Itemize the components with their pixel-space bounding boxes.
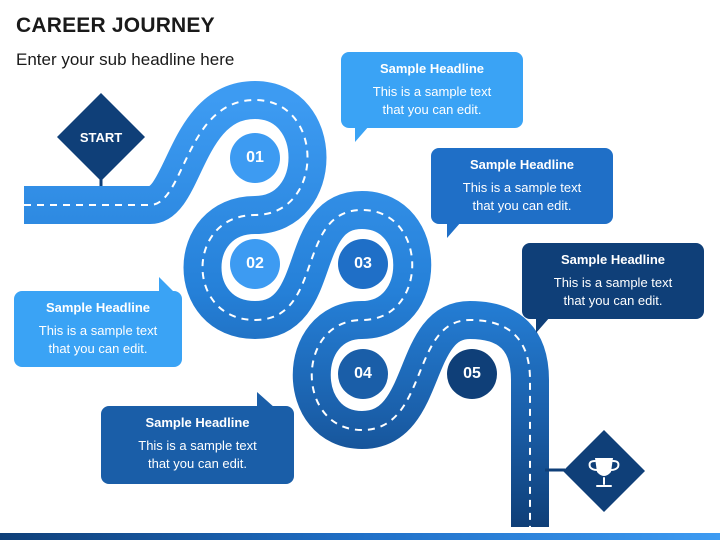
callout-text-line1: This is a sample text bbox=[553, 275, 673, 290]
step-01-circle: 01 bbox=[230, 133, 280, 183]
step-number: 03 bbox=[354, 255, 372, 272]
callout-step-03: Sample Headline This is a sample text th… bbox=[431, 148, 613, 238]
callout-text-line1: This is a sample text bbox=[462, 180, 582, 195]
start-label: START bbox=[79, 130, 123, 145]
step-number: 04 bbox=[354, 365, 372, 382]
callout-step-02: Sample Headline This is a sample text th… bbox=[14, 277, 182, 367]
callout-headline: Sample Headline bbox=[145, 415, 250, 430]
callout-text-line1: This is a sample text bbox=[372, 84, 492, 99]
bottom-bar bbox=[0, 533, 720, 540]
callout-step-05: Sample Headline This is a sample text th… bbox=[522, 243, 704, 333]
trophy-icon bbox=[588, 458, 620, 487]
page-title: CAREER JOURNEY bbox=[16, 14, 215, 37]
callout-tail bbox=[159, 277, 175, 293]
step-05-circle: 05 bbox=[447, 349, 497, 399]
start-sign bbox=[57, 93, 145, 181]
step-number: 02 bbox=[246, 255, 264, 272]
callout-tail bbox=[355, 126, 369, 142]
page-subtitle: Enter your sub headline here bbox=[16, 50, 235, 69]
callout-tail bbox=[257, 392, 275, 408]
callout-text-line2: that you can edit. bbox=[472, 198, 572, 213]
callout-text-line1: This is a sample text bbox=[138, 438, 257, 453]
callout-headline: Sample Headline bbox=[560, 252, 666, 267]
callout-tail bbox=[447, 222, 461, 238]
callout-step-04: Sample Headline This is a sample text th… bbox=[101, 392, 294, 484]
callout-text-line2: that you can edit. bbox=[48, 341, 148, 356]
callout-step-01: Sample Headline This is a sample text th… bbox=[341, 52, 523, 142]
callout-headline: Sample Headline bbox=[469, 157, 575, 172]
step-02-circle: 02 bbox=[230, 239, 280, 289]
callout-tail bbox=[536, 317, 550, 333]
callout-text-line1: This is a sample text bbox=[38, 323, 158, 338]
callout-headline: Sample Headline bbox=[45, 300, 151, 315]
callout-text-line2: that you can edit. bbox=[382, 102, 482, 117]
callout-headline: Sample Headline bbox=[379, 61, 485, 76]
lane-markings bbox=[24, 98, 531, 527]
step-number: 01 bbox=[246, 149, 264, 166]
step-04-circle: 04 bbox=[338, 349, 388, 399]
callout-text-line2: that you can edit. bbox=[563, 293, 663, 308]
callout-text-line2: that you can edit. bbox=[147, 456, 247, 471]
step-number: 05 bbox=[463, 365, 481, 382]
step-03-circle: 03 bbox=[338, 239, 388, 289]
